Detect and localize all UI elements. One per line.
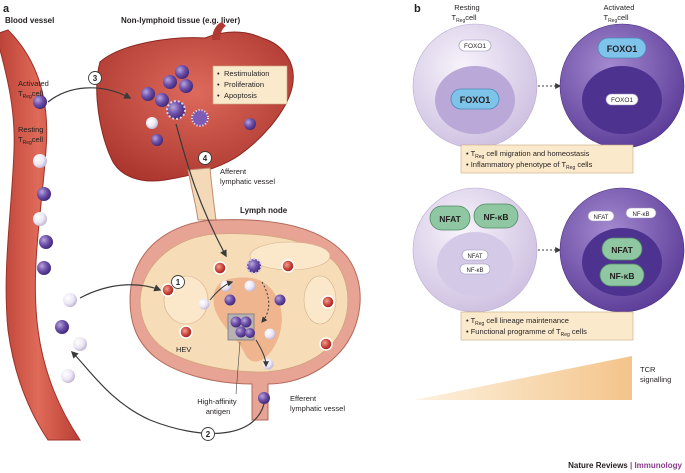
nfat-large-label: NFAT [439, 214, 461, 224]
outcomes-box [212, 65, 288, 105]
arrow-step-2 [70, 350, 265, 434]
foxo1-small-label: FOXO1 [464, 43, 486, 50]
resting-treg-cell [33, 154, 47, 168]
function-box-2-line-1: • TReg cell lineage maintenance [466, 316, 569, 327]
tcr-label: TCR signalling [640, 365, 671, 384]
arrow-step-3 [47, 87, 132, 103]
antigen-label: High-affinity antigen [197, 397, 239, 416]
outcomes-list: •Restimulation •Proliferation •Apoptosis [217, 69, 272, 100]
antigen-pointer [235, 341, 241, 395]
journal-credit: Nature Reviews | Immunology [568, 461, 682, 470]
lymph-node-label: Lymph node [240, 206, 288, 215]
foxo1-faded-label: FOXO1 [611, 97, 633, 104]
arrow-node-inner-1 [209, 280, 234, 301]
resting-treg-cell [63, 293, 77, 307]
step-1: 1 [176, 278, 181, 287]
nfkb-active-label: NF-κB [609, 271, 634, 281]
nfkb-nucleus-small [459, 263, 491, 275]
follicle [303, 275, 337, 325]
foxo1-nucleus-large [450, 88, 500, 110]
foxo1-nucleus-small [605, 93, 639, 106]
journal-section: Immunology [634, 461, 682, 470]
outcome-restimulation: Restimulation [224, 69, 269, 78]
foxo1-cytoplasm-small [458, 39, 492, 52]
nfkb-small-label: NF-κB [467, 268, 484, 274]
nfkb-cytoplasm-large [473, 203, 519, 229]
function-box-1-line-1: • TReg cell migration and homeostasis [466, 149, 590, 160]
hev-group [161, 259, 335, 351]
step-markers: 3 4 1 2 [88, 71, 215, 441]
resting-treg-label: Resting TRegcell [18, 125, 46, 146]
tcr-signalling-wedge [414, 356, 632, 400]
nfat-cytoplasm-small [587, 210, 615, 222]
nfkb-nucleus-large [599, 263, 645, 287]
activated-treg-cell [55, 320, 69, 334]
activated-treg-label: Activated TRegcell [18, 79, 51, 100]
function-box-2-line-2: • Functional programme of TReg cells [466, 327, 587, 338]
tissue-label: Non-lymphoid tissue (e.g. liver) [121, 16, 240, 25]
foxo1-active-label: FOXO1 [607, 44, 638, 54]
blood-vessel-label: Blood vessel [5, 16, 54, 25]
nfat-cytoplasm-large [429, 205, 471, 231]
nfat-active-label: NFAT [611, 245, 633, 255]
liver [96, 31, 294, 182]
activated-treg-header: Activated TRegcell [603, 3, 636, 24]
step-2: 2 [206, 430, 211, 439]
arrow-step-4 [175, 123, 227, 258]
activated-treg-cell [37, 187, 51, 201]
panel-b-letter: b [414, 3, 421, 15]
nfat-nucleus-small [461, 249, 489, 261]
foxo1-large-label: FOXO1 [460, 95, 491, 105]
hev-label: HEV [176, 345, 191, 354]
nfat-small-label: NFAT [468, 254, 483, 260]
efferent-label: Efferent lymphatic vessel [290, 394, 345, 413]
outcome-proliferation: Proliferation [224, 80, 264, 89]
activated-treg-cell [33, 95, 47, 109]
afferent-label: Afferent lymphatic vessel [220, 167, 275, 186]
resting-treg-cell [61, 369, 75, 383]
nfkb-cytoplasm-small [625, 207, 657, 219]
function-box-1 [460, 144, 634, 174]
activated-treg-cell [37, 261, 51, 275]
activated-treg-cell [39, 235, 53, 249]
credit-separator: | [628, 461, 635, 470]
afferent-lymphatic-vessel [187, 167, 217, 221]
resting-treg-header: Resting TRegcell [451, 3, 481, 24]
step-3: 3 [93, 74, 98, 83]
function-box-1-line-2: • Inflammatory phenotype of TReg cells [466, 160, 593, 171]
journal-name: Nature Reviews [568, 461, 628, 470]
function-box-2 [460, 311, 634, 341]
step-4: 4 [203, 154, 208, 163]
arrow-step-1 [79, 284, 162, 299]
nfat-faded-label: NFAT [594, 215, 609, 221]
blood-vessel [0, 29, 81, 441]
outcome-apoptosis: Apoptosis [224, 91, 257, 100]
activated-dendritic-cell [166, 100, 186, 120]
nfkb-faded-label: NF-κB [633, 212, 650, 218]
vessel-cells [33, 95, 87, 383]
nfat-nucleus-large [601, 237, 643, 261]
liver-cells [141, 65, 256, 146]
apoptotic-cell [191, 109, 209, 127]
dendritic-cell [246, 258, 262, 274]
resting-treg-cell [73, 337, 87, 351]
arrow-node-inner-3 [255, 339, 269, 368]
liver-vessel [212, 22, 226, 40]
resting-treg-cell [33, 212, 47, 226]
foxo1-cytoplasm-large [597, 37, 647, 59]
panel-a-letter: a [3, 3, 10, 15]
nfkb-large-label: NF-κB [483, 212, 508, 222]
